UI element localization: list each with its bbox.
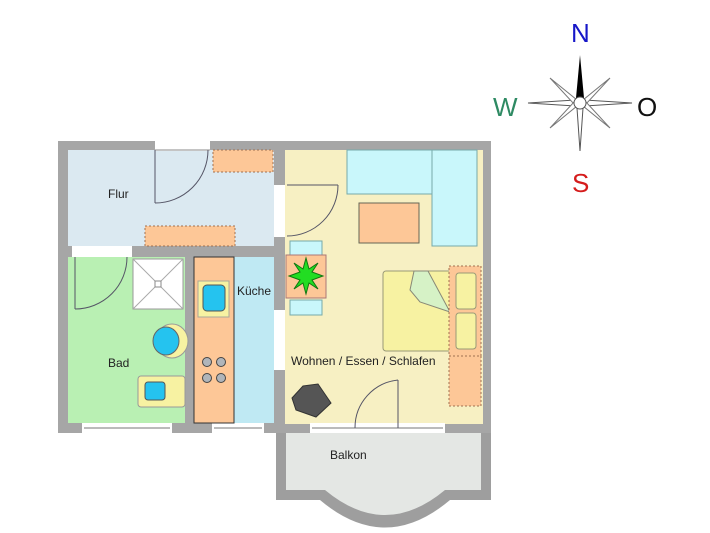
kitchen-counter [193,256,235,424]
flur-cabinets [144,149,274,247]
shower [132,258,184,310]
bathroom-sink [152,323,189,359]
doors [74,149,399,429]
compass-south: S [572,168,590,198]
sofa [346,149,478,247]
plant-icon [287,256,325,296]
coffee-table [358,202,420,244]
compass-west: W [493,92,518,122]
compass-north: N [571,18,590,48]
dining-table [285,240,327,316]
room-label-flur: Flur [108,187,129,201]
balkon [276,433,491,528]
room-label-wohnen: Wohnen / Essen / Schlafen [291,354,436,368]
washing-machine [137,375,186,408]
room-label-kueche: Küche [237,284,272,298]
room-label-bad: Bad [108,356,130,370]
armchair [291,383,332,418]
room-label-balkon: Balkon [330,448,367,462]
compass-rose [527,55,633,152]
compass-east: O [637,92,658,122]
bed [382,265,482,407]
